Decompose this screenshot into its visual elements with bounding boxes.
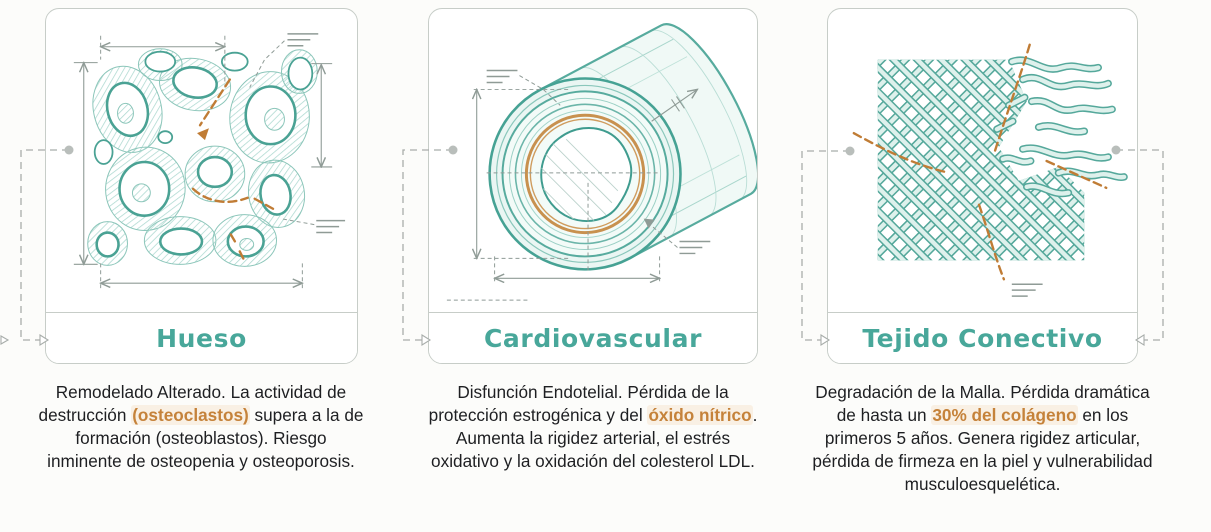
bone-illustration xyxy=(46,9,357,314)
card-title-bar: Cardiovascular xyxy=(429,312,757,363)
card-cardiovascular: Cardiovascular xyxy=(428,8,758,364)
card-title: Hueso xyxy=(156,323,247,353)
annotation-note-icon xyxy=(249,33,346,234)
vessel-cylinder xyxy=(488,23,757,271)
collagen-mesh-drawing-icon xyxy=(852,43,1128,297)
annotation-note-icon xyxy=(486,69,711,255)
crack-line-icon xyxy=(852,43,1108,281)
description-tejido: Degradación de la Malla. Pérdida dramáti… xyxy=(812,382,1153,494)
dimension-lines xyxy=(446,89,697,301)
card-title-bar: Tejido Conectivo xyxy=(828,312,1137,363)
card-title: Cardiovascular xyxy=(483,323,703,353)
highlighted-term: 30% del colágeno xyxy=(931,405,1078,425)
trabecular-matrix xyxy=(87,48,318,267)
card-title: Tejido Conectivo xyxy=(862,323,1103,353)
vessel-lumen xyxy=(540,126,633,222)
damage-arrow-icon xyxy=(191,78,278,261)
artery-illustration xyxy=(429,9,757,314)
dimension-lines xyxy=(73,35,333,290)
artery-drawing-icon xyxy=(446,23,757,301)
card-tejido-conectivo: Tejido Conectivo xyxy=(827,8,1138,364)
card-hueso: Hueso xyxy=(45,8,358,364)
collagen-weave xyxy=(877,59,1085,261)
bone-trabecular-drawing-icon xyxy=(73,33,346,290)
highlighted-term: (osteoclastos) xyxy=(131,405,250,425)
bone-pores xyxy=(93,50,314,258)
card-title-bar: Hueso xyxy=(46,312,357,363)
annotation-note-icon xyxy=(1011,283,1043,297)
highlighted-term: óxido nítrico xyxy=(647,405,753,425)
mesh-illustration xyxy=(828,9,1137,314)
connector-arrow-icon xyxy=(0,335,10,345)
description-cardiovascular: Disfunción Endotelial. Pérdida de la pro… xyxy=(428,382,758,471)
frayed-fibers xyxy=(993,56,1128,198)
endothelium-ring xyxy=(524,113,646,235)
description-hueso: Remodelado Alterado. La actividad de des… xyxy=(38,382,364,471)
